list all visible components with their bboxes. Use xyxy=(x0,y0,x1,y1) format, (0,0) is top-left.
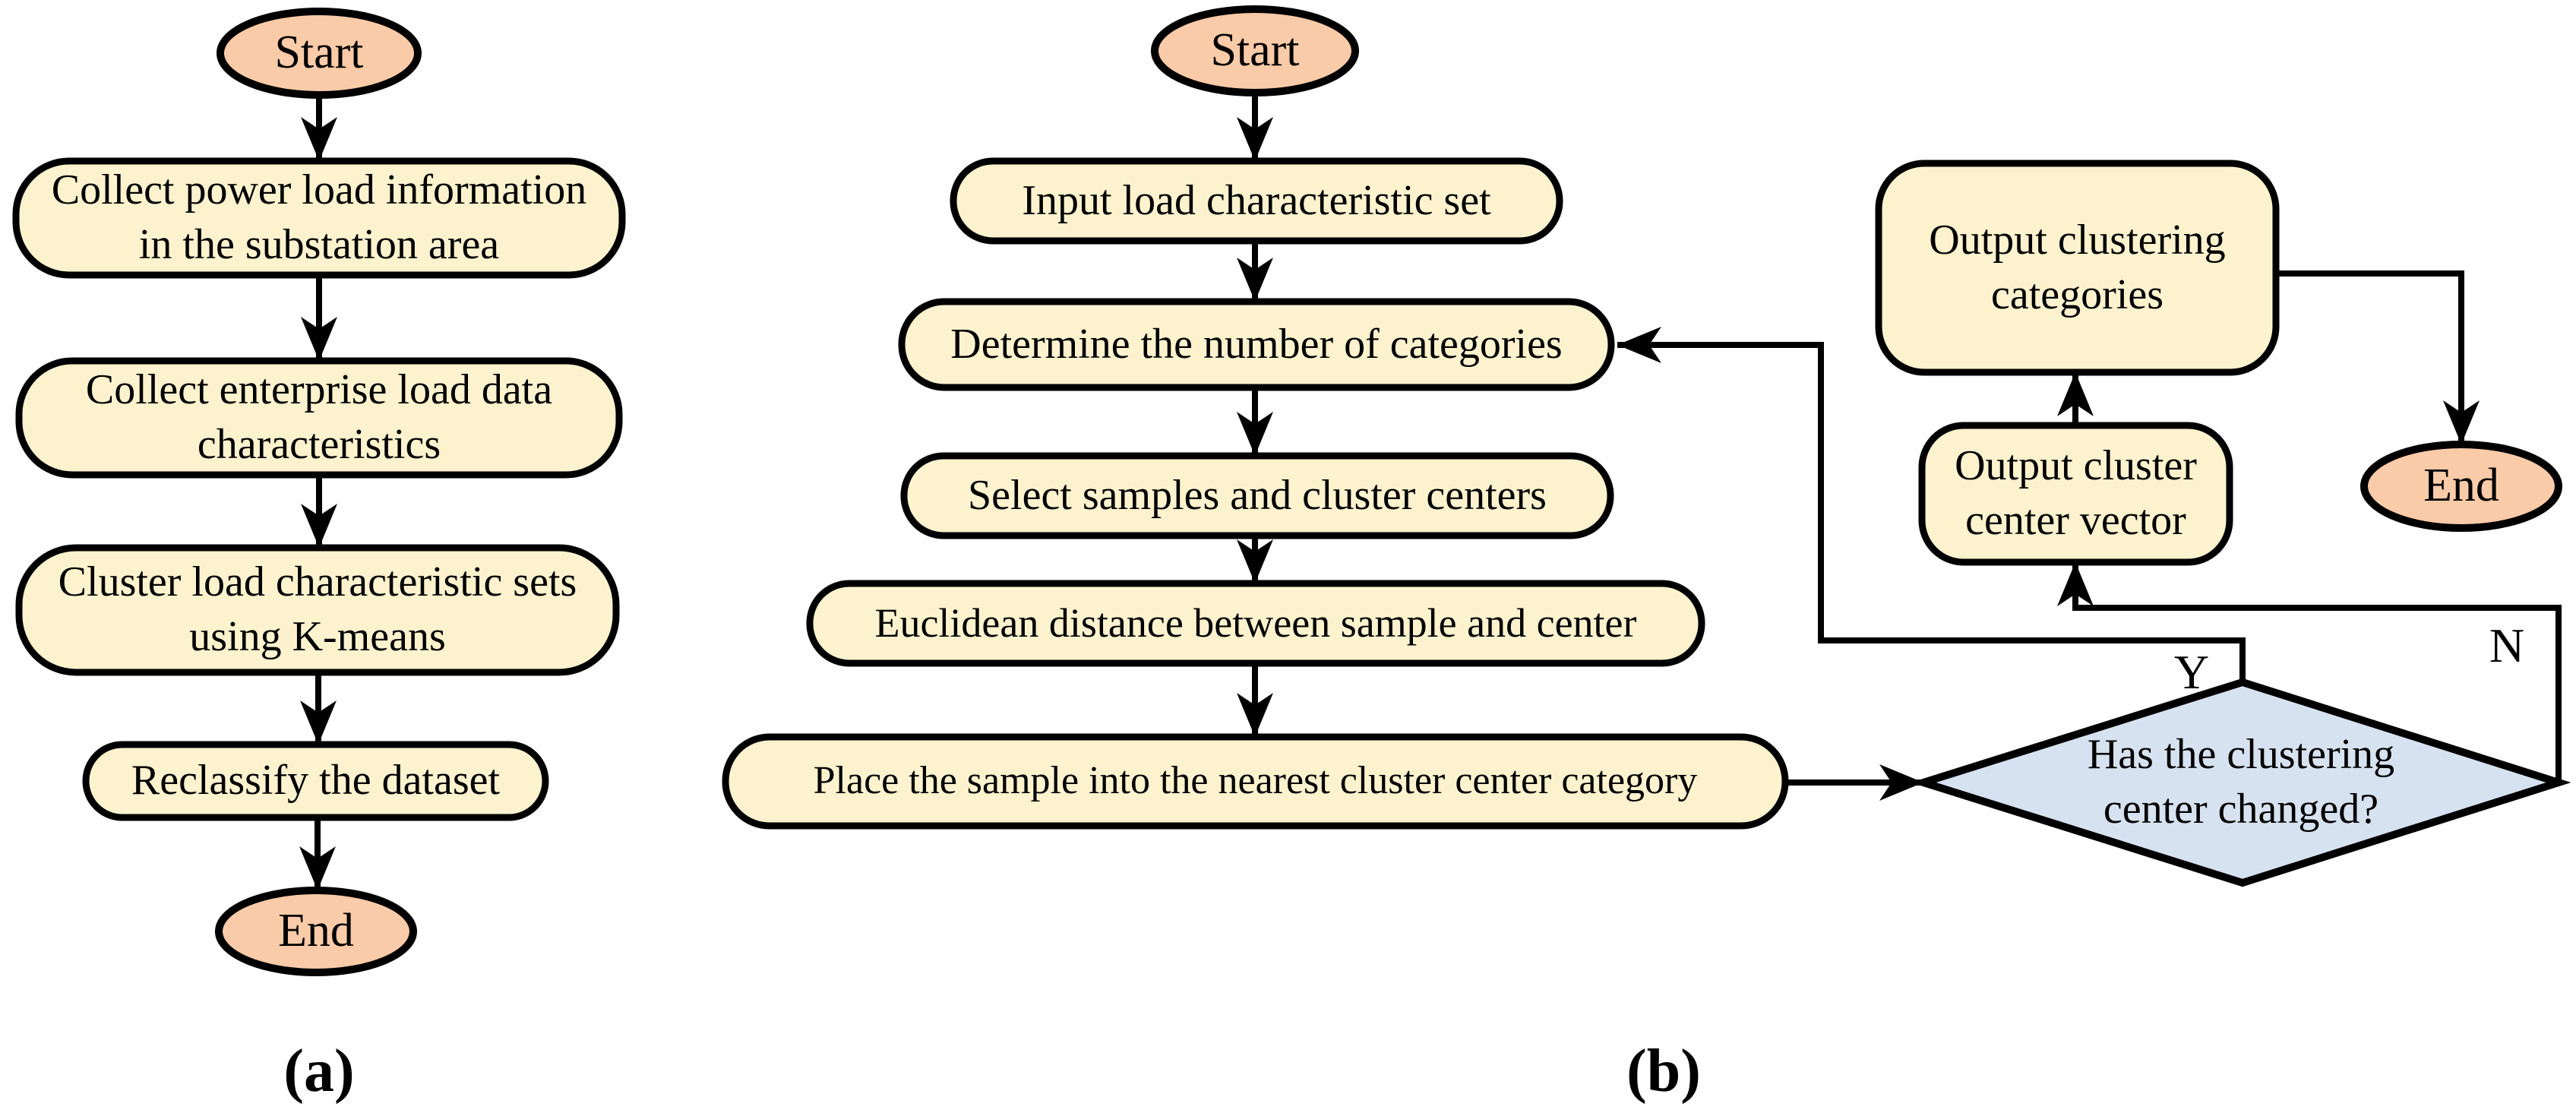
node-b-step4-shape xyxy=(806,580,1705,667)
node-b-output-categories-shape xyxy=(1875,160,2280,376)
node-a-step2-shape xyxy=(15,357,623,479)
panel-a-caption-text: (a) xyxy=(283,1037,355,1105)
node-start-b-shape xyxy=(1151,5,1359,96)
a-step2-line1: Collect enterprise load data xyxy=(85,366,553,414)
b-output-vector-line2: center vector xyxy=(1965,497,2186,544)
b-decision-line2: center changed? xyxy=(2103,786,2379,833)
node-b-output-vector-label: Output cluster center vector xyxy=(1922,425,2230,562)
node-a-step2-label: Collect enterprise load data characteris… xyxy=(19,361,619,475)
node-b-step3-label: Select samples and cluster centers xyxy=(904,456,1610,536)
b-output-categories-line1: Output clustering xyxy=(1929,216,2226,264)
node-b-step5-label: Place the sample into the nearest cluste… xyxy=(725,737,1785,826)
arrow-decision-yes-loop xyxy=(1617,327,2246,682)
panel-b-caption: (b) xyxy=(1542,1035,1785,1108)
node-b-step3-shape xyxy=(900,452,1614,539)
node-a-step4-shape xyxy=(82,741,549,821)
b-step4-text: Euclidean distance between sample and ce… xyxy=(874,599,1637,646)
end-b-text: End xyxy=(2423,460,2499,512)
b-step3-text: Select samples and cluster centers xyxy=(968,471,1547,519)
node-end-b-shape xyxy=(2360,441,2562,532)
node-b-step4-label: Euclidean distance between sample and ce… xyxy=(810,583,1702,663)
node-b-step5-shape xyxy=(722,733,1789,830)
b-step5-text: Place the sample into the nearest cluste… xyxy=(813,759,1698,803)
b-output-vector-line1: Output cluster xyxy=(1955,442,2197,490)
a-step4-text: Reclassify the dataset xyxy=(131,757,501,805)
decision-no-label: N xyxy=(2473,615,2541,676)
b-step2-text: Determine the number of categories xyxy=(950,320,1563,368)
node-b-step2-shape xyxy=(898,298,1615,391)
node-start-a-shape xyxy=(217,8,422,99)
node-b-step1-label: Input load characteristic set xyxy=(953,161,1560,241)
b-decision-line1: Has the clustering xyxy=(2087,731,2395,779)
end-a-text: End xyxy=(278,905,354,957)
node-end-b-label: End xyxy=(2364,444,2559,528)
node-b-output-categories-label: Output clustering categories xyxy=(1879,163,2276,372)
node-start-b-label: Start xyxy=(1155,9,1355,93)
node-a-step3-label: Cluster load characteristic sets using K… xyxy=(19,548,616,672)
panel-b-caption-text: (b) xyxy=(1626,1037,1701,1105)
start-b-text: Start xyxy=(1210,24,1300,77)
node-a-step4-label: Reclassify the dataset xyxy=(86,745,545,817)
node-b-step2-label: Determine the number of categories xyxy=(902,302,1611,387)
arrow-output-categories-to-end xyxy=(2276,270,2480,444)
decision-yes-label: Y xyxy=(2157,642,2226,703)
a-step3-line1: Cluster load characteristic sets xyxy=(58,558,577,606)
b-step1-text: Input load characteristic set xyxy=(1022,176,1491,224)
node-end-a-shape xyxy=(215,887,417,976)
node-a-step1-label: Collect power load information in the su… xyxy=(16,161,622,275)
decision-yes-text: Y xyxy=(2173,645,2210,700)
node-b-decision-shape xyxy=(1911,678,2571,887)
a-step1-line2: in the substation area xyxy=(138,221,500,268)
arrow-decision-no-to-output-vector xyxy=(2057,562,2562,783)
node-b-step1-shape xyxy=(950,157,1563,245)
node-b-output-vector-shape xyxy=(1918,422,2233,566)
a-step2-line2: characteristics xyxy=(197,421,441,468)
panel-a-caption: (a) xyxy=(198,1035,441,1108)
start-a-text: Start xyxy=(274,27,364,79)
node-a-step3-shape xyxy=(15,544,620,676)
node-b-decision-label: Has the clustering center changed? xyxy=(1923,682,2559,883)
a-step3-line2: using K-means xyxy=(189,613,446,660)
node-start-a-label: Start xyxy=(220,11,418,95)
a-step1-line1: Collect power load information xyxy=(51,166,587,214)
node-end-a-label: End xyxy=(219,890,413,972)
decision-no-text: N xyxy=(2489,618,2525,673)
node-a-step1-shape xyxy=(12,157,626,279)
b-output-categories-line2: categories xyxy=(1991,270,2164,318)
